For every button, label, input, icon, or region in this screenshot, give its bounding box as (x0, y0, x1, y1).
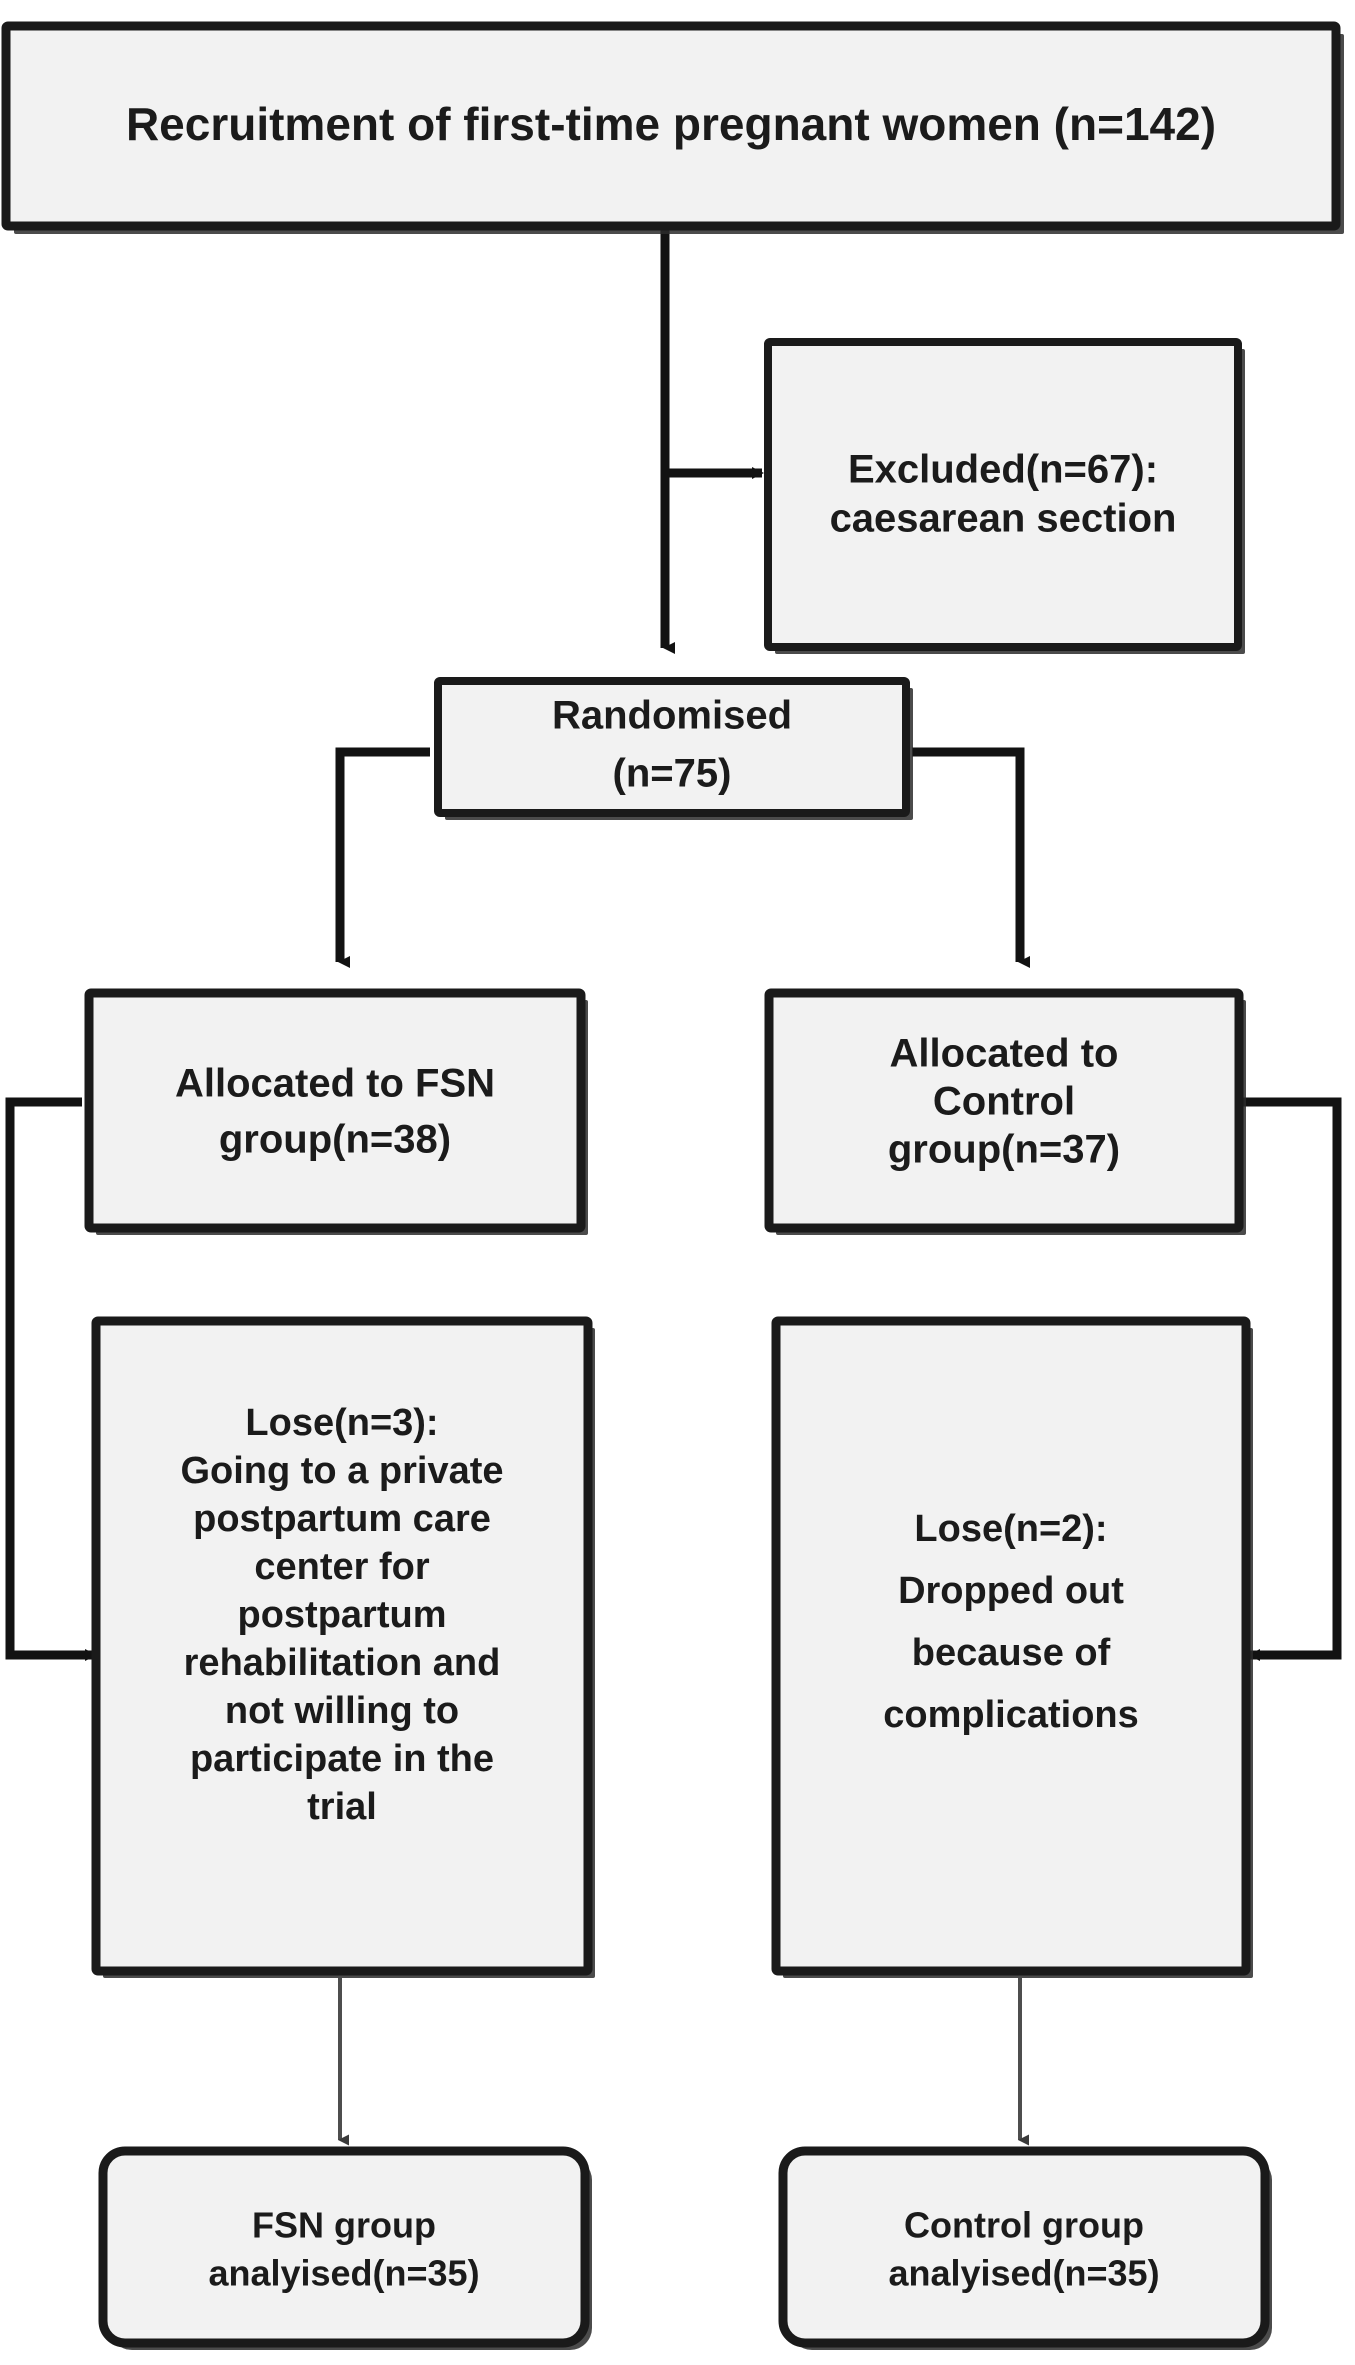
lose-fsn-line-3: postpartum care (193, 1498, 491, 1540)
lose-fsn-line-6: rehabilitation and (184, 1642, 501, 1684)
randomised-line-2: (n=75) (613, 752, 732, 796)
lose-control-line-4: complications (883, 1694, 1139, 1736)
edge-randomised-to-allocated-control (912, 747, 1030, 968)
excluded-line-1: Excluded(n=67): (848, 448, 1158, 492)
analysed-fsn-box[interactable]: FSN group analyised(n=35) (98, 2146, 592, 2350)
lose-control-line-2: Dropped out (898, 1570, 1124, 1612)
allocated-fsn-box[interactable]: Allocated to FSN group(n=38) (84, 988, 588, 1235)
edge-allocated-fsn-to-lose-fsn (5, 1097, 97, 1661)
analysed-control-line-2: analyised(n=35) (888, 2253, 1159, 2294)
excluded-line-2: caesarean section (830, 497, 1177, 541)
randomised-box[interactable]: Randomised (n=75) (434, 677, 913, 820)
lose-fsn-line-5: postpartum (238, 1594, 447, 1636)
excluded-box[interactable]: Excluded(n=67): caesarean section (764, 338, 1245, 654)
lose-fsn-box[interactable]: Lose(n=3): Going to a private postpartum… (91, 1316, 595, 1978)
edge-randomised-to-allocated-fsn (335, 747, 430, 968)
analysed-control-line-1: Control group (904, 2205, 1144, 2246)
analysed-fsn-line-1: FSN group (252, 2205, 436, 2246)
lose-control-line-3: because of (912, 1632, 1111, 1674)
lose-fsn-line-8: participate in the (190, 1738, 494, 1780)
recruitment-line-1: Recruitment of first-time pregnant women… (126, 98, 1216, 150)
allocated-control-box[interactable]: Allocated to Control group(n=37) (764, 988, 1246, 1235)
edge-allocated-control-to-lose-control (1235, 1097, 1342, 1661)
lose-control-line-1: Lose(n=2): (914, 1508, 1107, 1550)
lose-fsn-line-2: Going to a private (180, 1450, 503, 1492)
recruitment-box[interactable]: Recruitment of first-time pregnant women… (1, 21, 1344, 234)
analysed-control-box[interactable]: Control group analyised(n=35) (778, 2146, 1272, 2350)
allocated-control-line-3: group(n=37) (888, 1128, 1120, 1172)
randomised-line-1: Randomised (552, 694, 792, 738)
allocated-fsn-line-2: group(n=38) (219, 1118, 451, 1162)
lose-control-box[interactable]: Lose(n=2): Dropped out because of compli… (771, 1316, 1253, 1978)
lose-fsn-line-4: center for (254, 1546, 429, 1588)
lose-fsn-line-9: trial (307, 1786, 377, 1828)
allocated-control-line-2: Control (933, 1080, 1075, 1124)
lose-fsn-line-1: Lose(n=3): (245, 1402, 438, 1444)
analysed-fsn-line-2: analyised(n=35) (208, 2253, 479, 2294)
allocated-fsn-line-1: Allocated to FSN (175, 1062, 495, 1106)
lose-fsn-line-7: not willing to (225, 1690, 459, 1732)
allocated-control-line-1: Allocated to (890, 1032, 1119, 1076)
